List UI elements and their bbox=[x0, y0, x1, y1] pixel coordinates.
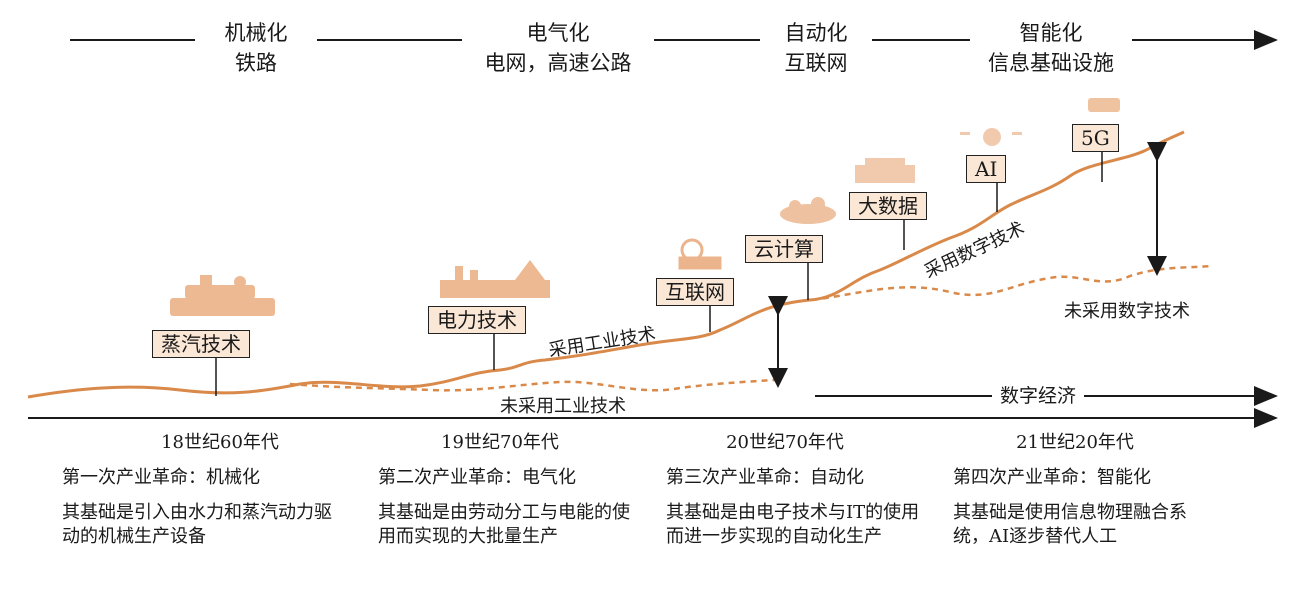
era-2020s: 21世纪20年代 bbox=[1016, 432, 1134, 453]
revolution-1-title: 第一次产业革命：机械化 bbox=[62, 467, 260, 488]
revolution-2-body: 其基础是由劳动分工与电能的使用而实现的大批量生产 bbox=[378, 502, 630, 547]
phase-title: 电气化 bbox=[526, 21, 590, 45]
revolution-3-title: 第三次产业革命：自动化 bbox=[666, 467, 864, 488]
revolution-4-title: 第四次产业革命：智能化 bbox=[953, 467, 1151, 488]
phase-title: 机械化 bbox=[224, 21, 288, 45]
phase-subtitle: 信息基础设施 bbox=[988, 51, 1114, 75]
big-data-icon bbox=[855, 158, 915, 183]
phase-automation: 自动化 互联网 bbox=[760, 18, 872, 78]
phase-electrification: 电气化 电网，高速公路 bbox=[462, 18, 654, 78]
tech-box-steam: 蒸汽技术 bbox=[152, 330, 250, 358]
label-industrial-not-adopted: 未采用工业技术 bbox=[500, 396, 626, 417]
tech-box-5g: 5G bbox=[1072, 124, 1119, 152]
tech-box-electric-power: 电力技术 bbox=[428, 306, 526, 334]
revolution-4-body: 其基础是使用信息物理融合系统，AI逐步替代人工 bbox=[953, 502, 1187, 547]
steam-engine-icon bbox=[170, 275, 275, 316]
label-digital-not-adopted: 未采用数字技术 bbox=[1064, 301, 1190, 322]
phase-intelligentization: 智能化 信息基础设施 bbox=[970, 18, 1132, 78]
tech-box-cloud-computing: 云计算 bbox=[745, 235, 823, 263]
digital-economy-label: 数字经济 bbox=[992, 381, 1085, 408]
phase-subtitle: 电网，高速公路 bbox=[484, 51, 632, 75]
globe-icon bbox=[678, 238, 722, 270]
not-adopted-digital-curve bbox=[811, 264, 1213, 302]
revolution-2-title: 第二次产业革命：电气化 bbox=[378, 467, 576, 488]
phase-subtitle: 铁路 bbox=[235, 51, 277, 75]
phase-title: 自动化 bbox=[784, 21, 848, 45]
not-adopted-industrial-curve bbox=[289, 378, 776, 392]
tech-box-ai: AI bbox=[966, 155, 1007, 183]
adopted-tech-curve bbox=[27, 130, 1185, 399]
tech-box-big-data: 大数据 bbox=[849, 192, 927, 220]
5g-icon bbox=[1088, 98, 1120, 112]
era-1870s: 19世纪70年代 bbox=[441, 432, 559, 453]
phase-mechanization: 机械化 铁路 bbox=[195, 18, 317, 78]
revolution-1-body: 其基础是引入由水力和蒸汽动力驱动的机械生产设备 bbox=[62, 502, 332, 547]
tech-box-internet: 互联网 bbox=[656, 278, 734, 306]
era-1760s: 18世纪60年代 bbox=[161, 432, 279, 453]
power-plant-icon bbox=[440, 260, 550, 298]
ai-icon bbox=[960, 128, 1022, 146]
revolution-3-body: 其基础是由电子技术与IT的使用而进一步实现的自动化生产 bbox=[666, 502, 920, 547]
phase-subtitle: 互联网 bbox=[784, 51, 848, 75]
era-1970s: 20世纪70年代 bbox=[726, 432, 844, 453]
cloud-icon bbox=[780, 197, 836, 224]
phase-title: 智能化 bbox=[1019, 21, 1083, 45]
